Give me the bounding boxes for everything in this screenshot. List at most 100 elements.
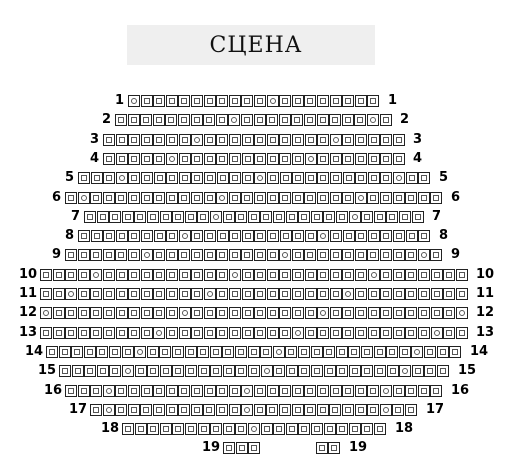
seat[interactable] bbox=[393, 230, 405, 242]
seat[interactable] bbox=[116, 307, 128, 319]
seat[interactable] bbox=[330, 134, 342, 146]
seat[interactable] bbox=[254, 95, 266, 107]
seat[interactable] bbox=[153, 327, 165, 339]
seat[interactable] bbox=[355, 249, 367, 261]
seat[interactable] bbox=[380, 404, 392, 416]
seat[interactable] bbox=[430, 249, 442, 261]
seat[interactable] bbox=[216, 327, 228, 339]
seat[interactable] bbox=[179, 172, 191, 184]
seat[interactable] bbox=[241, 385, 253, 397]
seat[interactable] bbox=[103, 192, 115, 204]
seat[interactable] bbox=[266, 114, 278, 126]
seat[interactable] bbox=[393, 249, 405, 261]
seat[interactable] bbox=[242, 172, 254, 184]
seat[interactable] bbox=[329, 404, 341, 416]
seat[interactable] bbox=[216, 404, 228, 416]
seat[interactable] bbox=[380, 288, 392, 300]
seat[interactable] bbox=[367, 192, 379, 204]
seat[interactable] bbox=[317, 134, 329, 146]
seat[interactable] bbox=[368, 269, 380, 281]
seat[interactable] bbox=[204, 95, 216, 107]
seat[interactable] bbox=[103, 230, 115, 242]
seat[interactable] bbox=[367, 404, 379, 416]
seat[interactable] bbox=[317, 230, 329, 242]
seat[interactable] bbox=[431, 288, 443, 300]
seat[interactable] bbox=[210, 211, 222, 223]
seat[interactable] bbox=[380, 307, 392, 319]
seat[interactable] bbox=[166, 385, 178, 397]
seat[interactable] bbox=[128, 172, 140, 184]
seat[interactable] bbox=[179, 134, 191, 146]
seat[interactable] bbox=[71, 346, 83, 358]
seat[interactable] bbox=[229, 385, 241, 397]
seat[interactable] bbox=[140, 114, 152, 126]
seat[interactable] bbox=[242, 327, 254, 339]
seat[interactable] bbox=[141, 134, 153, 146]
seat[interactable] bbox=[267, 192, 279, 204]
seat[interactable] bbox=[128, 153, 140, 165]
seat[interactable] bbox=[147, 211, 159, 223]
seat[interactable] bbox=[355, 385, 367, 397]
seat[interactable] bbox=[305, 327, 317, 339]
seat[interactable] bbox=[431, 327, 443, 339]
seat[interactable] bbox=[217, 172, 229, 184]
seat[interactable] bbox=[204, 288, 216, 300]
seat[interactable] bbox=[355, 269, 367, 281]
seat[interactable] bbox=[135, 365, 147, 377]
seat[interactable] bbox=[116, 269, 128, 281]
seat[interactable] bbox=[141, 230, 153, 242]
seat[interactable] bbox=[267, 230, 279, 242]
seat[interactable] bbox=[178, 114, 190, 126]
seat[interactable] bbox=[65, 269, 77, 281]
seat[interactable] bbox=[115, 385, 127, 397]
seat[interactable] bbox=[223, 442, 235, 454]
seat[interactable] bbox=[191, 327, 203, 339]
seat[interactable] bbox=[292, 404, 304, 416]
seat[interactable] bbox=[178, 385, 190, 397]
seat[interactable] bbox=[342, 288, 354, 300]
seat[interactable] bbox=[236, 442, 248, 454]
seat[interactable] bbox=[330, 385, 342, 397]
seat[interactable] bbox=[406, 172, 418, 184]
seat[interactable] bbox=[298, 346, 310, 358]
seat[interactable] bbox=[128, 269, 140, 281]
seat[interactable] bbox=[134, 211, 146, 223]
seat[interactable] bbox=[368, 172, 380, 184]
seat[interactable] bbox=[84, 211, 96, 223]
seat[interactable] bbox=[367, 249, 379, 261]
seat[interactable] bbox=[254, 153, 266, 165]
seat[interactable] bbox=[355, 192, 367, 204]
seat[interactable] bbox=[317, 172, 329, 184]
seat[interactable] bbox=[317, 153, 329, 165]
seat[interactable] bbox=[78, 249, 90, 261]
seat[interactable] bbox=[279, 153, 291, 165]
seat[interactable] bbox=[185, 365, 197, 377]
seat[interactable] bbox=[141, 385, 153, 397]
seat[interactable] bbox=[229, 404, 241, 416]
seat[interactable] bbox=[53, 269, 65, 281]
seat[interactable] bbox=[412, 211, 424, 223]
seat[interactable] bbox=[204, 134, 216, 146]
seat[interactable] bbox=[116, 230, 128, 242]
seat[interactable] bbox=[216, 249, 228, 261]
seat[interactable] bbox=[279, 385, 291, 397]
seat[interactable] bbox=[406, 230, 418, 242]
seat[interactable] bbox=[393, 134, 405, 146]
seat[interactable] bbox=[229, 172, 241, 184]
seat[interactable] bbox=[343, 230, 355, 242]
seat[interactable] bbox=[316, 442, 328, 454]
seat[interactable] bbox=[128, 385, 140, 397]
seat[interactable] bbox=[405, 327, 417, 339]
seat[interactable] bbox=[393, 172, 405, 184]
seat[interactable] bbox=[292, 327, 304, 339]
seat[interactable] bbox=[304, 404, 316, 416]
seat[interactable] bbox=[204, 307, 216, 319]
seat[interactable] bbox=[198, 365, 210, 377]
seat[interactable] bbox=[160, 423, 172, 435]
seat[interactable] bbox=[361, 211, 373, 223]
seat[interactable] bbox=[393, 385, 405, 397]
seat[interactable] bbox=[223, 423, 235, 435]
seat[interactable] bbox=[279, 404, 291, 416]
seat[interactable] bbox=[103, 404, 115, 416]
seat[interactable] bbox=[456, 269, 468, 281]
